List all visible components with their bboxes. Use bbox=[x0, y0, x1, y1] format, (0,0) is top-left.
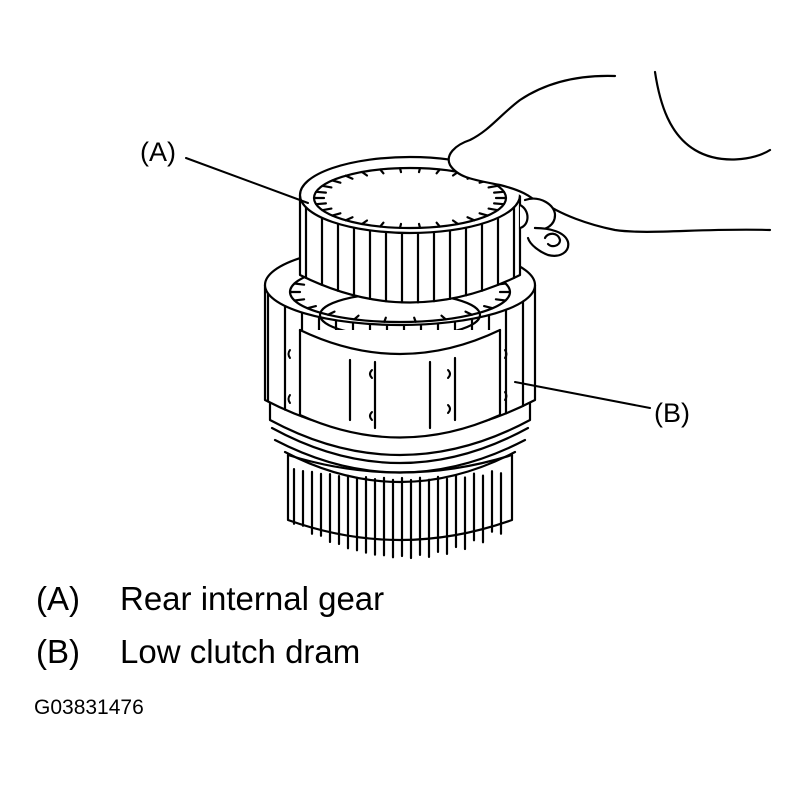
ring-inner-tooth bbox=[379, 168, 385, 175]
ring-inner-tooth bbox=[344, 174, 354, 180]
rear-internal-gear bbox=[298, 155, 522, 304]
gear-tooth bbox=[490, 470, 503, 535]
legend-label: Low clutch dram bbox=[120, 633, 361, 670]
ring-gear-splines bbox=[304, 204, 516, 304]
ring-inner-tooth bbox=[315, 202, 327, 206]
ring-inner-tooth bbox=[331, 212, 342, 217]
gear-tooth bbox=[292, 467, 305, 527]
ring-inner-tooth bbox=[487, 184, 499, 189]
ring-inner-tooth bbox=[379, 221, 385, 228]
gear-tooth bbox=[472, 472, 485, 544]
figure-id: G03831476 bbox=[34, 696, 144, 719]
ring-inner-tooth bbox=[493, 190, 505, 194]
rim-tooth bbox=[326, 310, 336, 316]
ring-inner-tooth bbox=[451, 219, 460, 226]
ring-inner-tooth bbox=[398, 222, 403, 229]
ring-inner-tooth bbox=[321, 207, 333, 212]
ring-inner-tooth bbox=[321, 184, 333, 189]
legend-key: (A) bbox=[36, 580, 80, 617]
gear-tooth bbox=[436, 475, 449, 555]
ring-inner-tooth bbox=[478, 212, 489, 217]
bottom-gear-teeth bbox=[292, 467, 503, 560]
ring-inner-tooth bbox=[417, 167, 422, 174]
ring-inner-tooth bbox=[398, 167, 403, 174]
ring-inner-tooth bbox=[344, 216, 354, 222]
gear-tooth bbox=[346, 474, 359, 552]
rim-tooth bbox=[293, 298, 306, 302]
ring-inner-tooth bbox=[493, 202, 505, 206]
gear-tooth bbox=[454, 474, 467, 551]
legend-key: (B) bbox=[36, 633, 80, 670]
ring-inner-tooth bbox=[466, 216, 476, 222]
gear-tooth bbox=[328, 472, 341, 546]
ring-inner-tooth bbox=[315, 190, 327, 194]
callout-a-leader bbox=[185, 157, 309, 204]
rim-tooth bbox=[293, 282, 306, 286]
ring-inner-tooth bbox=[435, 221, 441, 228]
gear-tooth bbox=[364, 475, 377, 556]
ring-inner-tooth bbox=[487, 207, 499, 212]
rim-tooth bbox=[383, 316, 387, 323]
ring-inner-tooth bbox=[360, 170, 369, 177]
callout-a-label: (A) bbox=[140, 137, 176, 167]
gear-tooth bbox=[400, 476, 413, 560]
legend-item-b: (B) Low clutch dram bbox=[36, 633, 360, 671]
ring-gear-inner-teeth bbox=[312, 167, 508, 229]
rim-tooth bbox=[306, 305, 317, 310]
ring-inner-tooth bbox=[360, 219, 369, 226]
ring-inner-tooth bbox=[331, 179, 342, 184]
ring-inner-tooth bbox=[417, 222, 422, 229]
gear-tooth bbox=[418, 476, 431, 558]
bottom-gear bbox=[286, 453, 514, 560]
rim-tooth bbox=[464, 310, 474, 316]
callout-b-label: (B) bbox=[654, 398, 690, 428]
rim-tooth bbox=[413, 316, 417, 323]
gear-tooth bbox=[310, 470, 323, 537]
rim-tooth bbox=[440, 314, 447, 321]
gear-tooth bbox=[382, 476, 395, 559]
callout-b-leader bbox=[514, 381, 651, 409]
legend-item-a: (A) Rear internal gear bbox=[36, 580, 384, 618]
rim-tooth bbox=[353, 314, 360, 321]
rim-tooth bbox=[483, 305, 494, 310]
gear-assembly-illustration bbox=[185, 70, 772, 560]
legend-label: Rear internal gear bbox=[120, 580, 385, 617]
rim-tooth bbox=[494, 298, 507, 302]
hand-illustration bbox=[447, 70, 772, 257]
ring-inner-tooth bbox=[435, 168, 441, 175]
